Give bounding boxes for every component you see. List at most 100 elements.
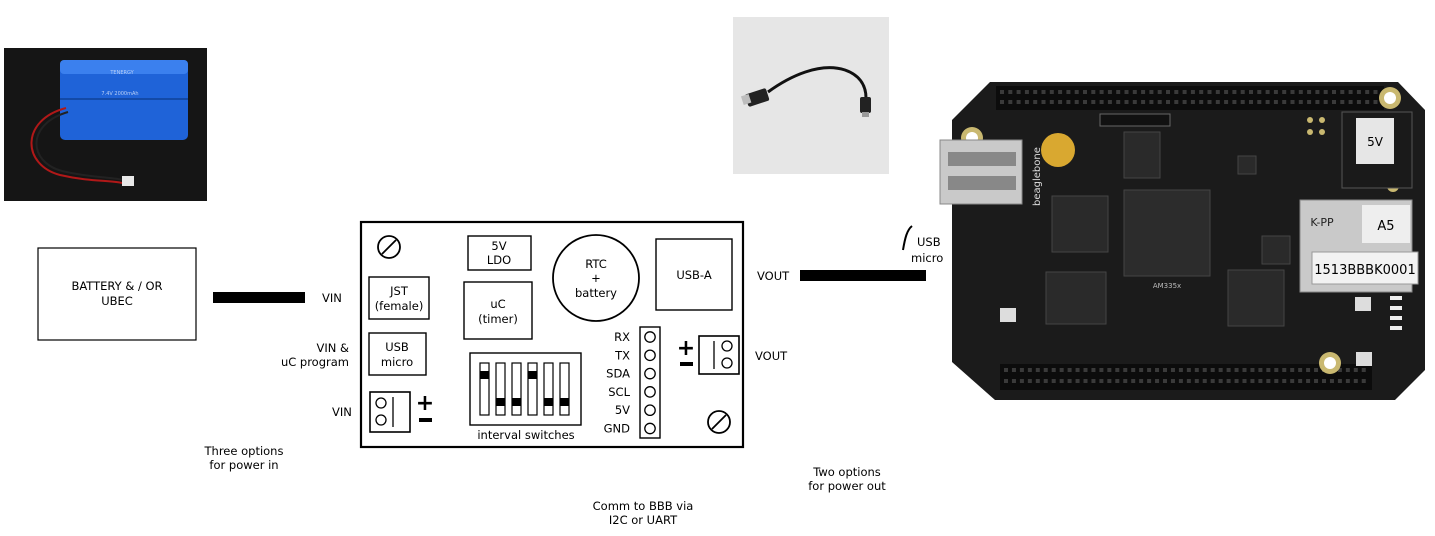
usb-micro-right-line1: USB (917, 235, 941, 249)
bbb-header-pin (1243, 368, 1247, 372)
bbb-header-pin (1224, 90, 1228, 94)
bbb-header-pin (1314, 379, 1318, 383)
bbb-header-pin (1091, 368, 1095, 372)
bbb-header-pin (1139, 368, 1143, 372)
dip-switch (528, 363, 537, 415)
bbb-header-pin (1155, 368, 1159, 372)
bbb-header-pin (1158, 100, 1162, 104)
bbb-header-pin (1362, 379, 1366, 383)
dip-switch (560, 363, 569, 415)
bbb-header-pin (1266, 368, 1270, 372)
bbb-header-pin (1141, 90, 1145, 94)
bbb-header-pin (1235, 368, 1239, 372)
bbb-header-pin (1012, 368, 1016, 372)
dip-switch-knob (528, 371, 537, 379)
bbb-header-pin (1191, 100, 1195, 104)
header-pin-hole (645, 350, 655, 360)
bbb-header-pin (1028, 379, 1032, 383)
bbb-header-pin (1354, 379, 1358, 383)
bbb-header-pin (1374, 100, 1378, 104)
bbb-header-pin (1357, 100, 1361, 104)
bbb-header-pin (1166, 90, 1170, 94)
bbb-header-pin (1033, 100, 1037, 104)
bbb-header-pin (1166, 100, 1170, 104)
header-pin-hole (645, 387, 655, 397)
bbb-header-pin (1042, 90, 1046, 94)
beaglebone-black-photo: 1513BBBK0001 A5 K-PP 5V AM335x beaglebon… (940, 82, 1425, 400)
bbb-header-pin (1338, 379, 1342, 383)
bbb-header-pin (1195, 368, 1199, 372)
bbb-header-pin (1227, 368, 1231, 372)
power-out-note-line2: for power out (808, 479, 886, 493)
dip-switch (480, 363, 489, 415)
bbb-header-pin (1091, 100, 1095, 104)
bbb-header-pin (1075, 90, 1079, 94)
power-in-note-line2: for power in (209, 458, 278, 472)
bbb-header-pin (1227, 379, 1231, 383)
vin-top-label: VIN (322, 291, 342, 305)
bbb-header-pin (1332, 90, 1336, 94)
bbb-header-pin (1163, 368, 1167, 372)
battery-ubec-box: BATTERY & / OR UBEC (38, 248, 196, 340)
rtc-label-line3: battery (575, 286, 617, 300)
ldo-label-line1: 5V (491, 239, 506, 253)
screw-top-left-icon (378, 236, 400, 258)
bbb-header-pin (1235, 379, 1239, 383)
power-board: 5V LDO RTC + battery USB-A JST (female) … (361, 222, 743, 447)
bbb-header-pin (1203, 379, 1207, 383)
bbb-header-pin (1250, 368, 1254, 372)
usb-cable-photo (733, 17, 889, 174)
bbb-tag2: K-PP (1310, 216, 1334, 229)
bbb-header-pin (1306, 379, 1310, 383)
bbb-header-pin (1075, 100, 1079, 104)
bbb-header-pin (1299, 90, 1303, 94)
bbb-header-pin (1291, 100, 1295, 104)
bbb-header-pin (1199, 100, 1203, 104)
bbb-header-pin (1203, 368, 1207, 372)
bbb-header-pin (1282, 100, 1286, 104)
bbb-header-pin (1028, 368, 1032, 372)
jst-label-line1: JST (389, 284, 409, 298)
battery-label: 7.4V 2000mAh (101, 91, 138, 97)
bbb-chip-label: AM335x (1153, 282, 1181, 290)
dip-switch-knob (560, 398, 569, 406)
interval-switches-label: interval switches (477, 428, 574, 442)
bbb-header-pin (1307, 100, 1311, 104)
bbb-header-pin (1050, 100, 1054, 104)
bbb-header-pin (1315, 100, 1319, 104)
bbb-header-pin (1179, 379, 1183, 383)
bbb-header-pin (1050, 90, 1054, 94)
pin-label: RX (614, 330, 630, 344)
pin-label: TX (614, 348, 630, 362)
bbb-header-pin (1000, 100, 1004, 104)
bbb-header-pin (1291, 90, 1295, 94)
bbb-header-pin (1332, 100, 1336, 104)
bbb-header-pin (1250, 379, 1254, 383)
header-pin-hole (645, 368, 655, 378)
bbb-header-pin (1346, 368, 1350, 372)
bbb-header-pin (1187, 379, 1191, 383)
dip-switch-knob (544, 398, 553, 406)
bbb-header-pin (1025, 90, 1029, 94)
bbb-header-pin (1066, 100, 1070, 104)
bbb-header-pin (1000, 90, 1004, 94)
jst-label-line2: (female) (375, 299, 424, 313)
usb-micro-label-line1: USB (385, 340, 409, 354)
bbb-header-pin (1257, 100, 1261, 104)
bbb-header-pin (1044, 368, 1048, 372)
bbb-brand: beaglebone (1032, 147, 1043, 206)
bbb-header-pin (1100, 90, 1104, 94)
bbb-header-pin (1282, 368, 1286, 372)
dip-switch (544, 363, 553, 415)
bbb-header-pin (1115, 379, 1119, 383)
bbb-header-pin (1017, 100, 1021, 104)
bbb-header-pin (1216, 100, 1220, 104)
bbb-header-pin (1174, 100, 1178, 104)
bbb-header-pin (1374, 90, 1378, 94)
bbb-header-pin (1149, 90, 1153, 94)
bbb-header-pin (1208, 90, 1212, 94)
bbb-header-pin (1266, 100, 1270, 104)
bbb-header-pin (1340, 90, 1344, 94)
bbb-header-pin (1324, 100, 1328, 104)
bbb-header-pin (1183, 90, 1187, 94)
